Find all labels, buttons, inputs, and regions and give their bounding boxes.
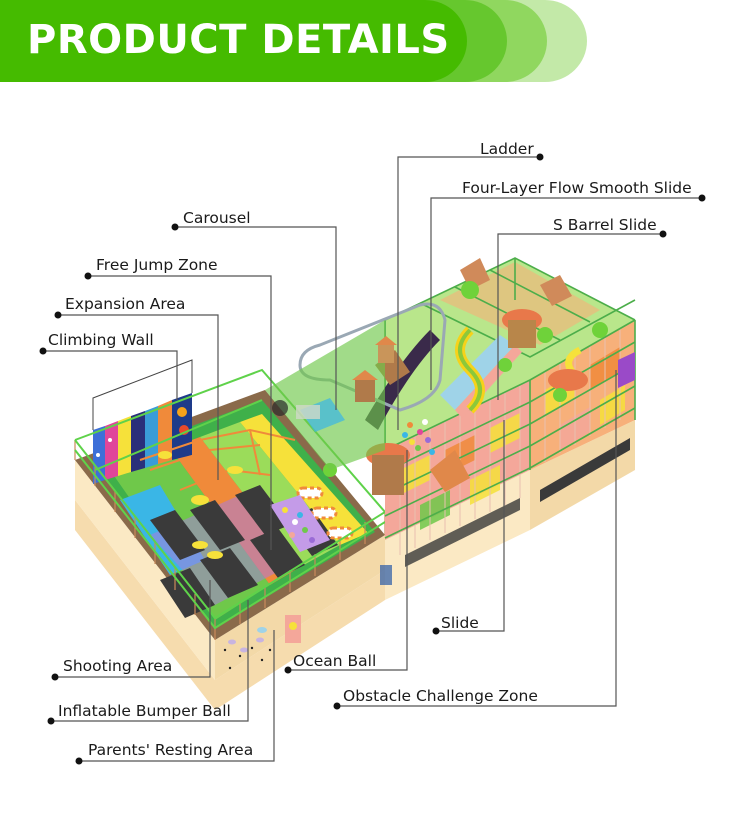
label-parents-resting-area: Parents' Resting Area [88,741,254,759]
label-slide: Slide [441,614,479,632]
label-s-barrel-slide: S Barrel Slide [553,216,657,234]
label-inflatable-bumper-ball: Inflatable Bumper Ball [58,702,231,720]
label-ocean-ball: Ocean Ball [293,652,377,670]
label-expansion-area: Expansion Area [65,295,186,313]
banner-stripes [0,0,587,82]
label-free-jump-zone: Free Jump Zone [96,256,218,274]
label-carousel: Carousel [183,209,251,227]
label-ladder: Ladder [480,140,534,158]
label-obstacle-challenge-zone: Obstacle Challenge Zone [343,687,538,705]
page-title: PRODUCT DETAILS [27,17,450,63]
label-climbing-wall: Climbing Wall [48,331,154,349]
header-banner: PRODUCT DETAILS [0,0,600,82]
label-shooting-area: Shooting Area [63,657,173,675]
label-four-layer-flow-smooth-slide: Four-Layer Flow Smooth Slide [462,179,692,197]
